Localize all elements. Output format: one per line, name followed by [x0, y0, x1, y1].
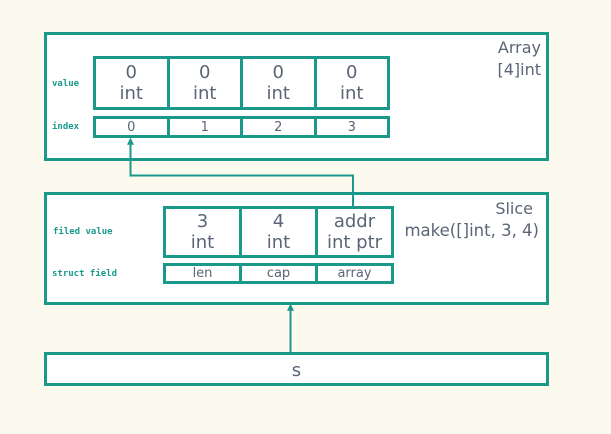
array-cell-0-value: 0	[125, 62, 137, 83]
array-value-row: 0 int 0 int 0 int 0 int	[93, 56, 390, 110]
array-box-title: Array [4]int	[497, 37, 541, 81]
array-cell-2-type: int	[266, 83, 290, 104]
slice-value-row: 3 int 4 int addr int ptr	[163, 206, 394, 258]
slice-cap-value: 4	[272, 211, 285, 232]
slice-box-title: Slice make([]int, 3, 4)	[404, 198, 539, 242]
slice-array-cell: addr int ptr	[318, 209, 391, 255]
slice-title-line1: Slice	[495, 199, 533, 218]
array-cell-2-value: 0	[272, 62, 284, 83]
array-title-line1: Array	[497, 38, 541, 57]
array-index-0: 0	[96, 119, 167, 135]
array-cell-1-value: 0	[199, 62, 211, 83]
slice-len-type: int	[190, 232, 215, 253]
slice-field-array: array	[318, 266, 391, 281]
array-title-line2: [4]int	[497, 60, 541, 79]
array-cell-1: 0 int	[169, 59, 240, 107]
array-cell-3-value: 0	[346, 62, 358, 83]
slice-field-len: len	[166, 266, 239, 281]
slice-cap-cell: 4 int	[242, 209, 315, 255]
array-cell-1-type: int	[193, 83, 217, 104]
slice-cap-type: int	[266, 232, 291, 253]
array-value-row-label: value	[52, 79, 80, 89]
slice-struct-field-row: len cap array	[163, 263, 394, 284]
array-index-row-label: index	[52, 122, 80, 132]
slice-field-value-row-label: filed value	[53, 227, 113, 237]
slice-array-type: int ptr	[326, 232, 383, 253]
array-cell-0: 0 int	[96, 59, 167, 107]
array-cell-0-type: int	[119, 83, 143, 104]
array-cell-3: 0 int	[316, 59, 387, 107]
pointer-arrow-s-to-slice	[287, 303, 294, 352]
slice-field-cap: cap	[242, 266, 315, 281]
slice-len-cell: 3 int	[166, 209, 239, 255]
slice-variable-box: s	[44, 352, 549, 386]
slice-title-line2: make([]int, 3, 4)	[404, 221, 539, 240]
slice-variable-label: s	[291, 359, 302, 381]
array-cell-3-type: int	[340, 83, 364, 104]
array-index-2: 2	[243, 119, 314, 135]
slice-struct-field-row-label: struct field	[52, 269, 118, 279]
slice-array-value: addr	[333, 211, 376, 232]
array-index-row: 0 1 2 3	[93, 116, 390, 138]
slice-len-value: 3	[196, 211, 209, 232]
array-index-1: 1	[169, 119, 240, 135]
array-cell-2: 0 int	[243, 59, 314, 107]
array-index-3: 3	[316, 119, 387, 135]
